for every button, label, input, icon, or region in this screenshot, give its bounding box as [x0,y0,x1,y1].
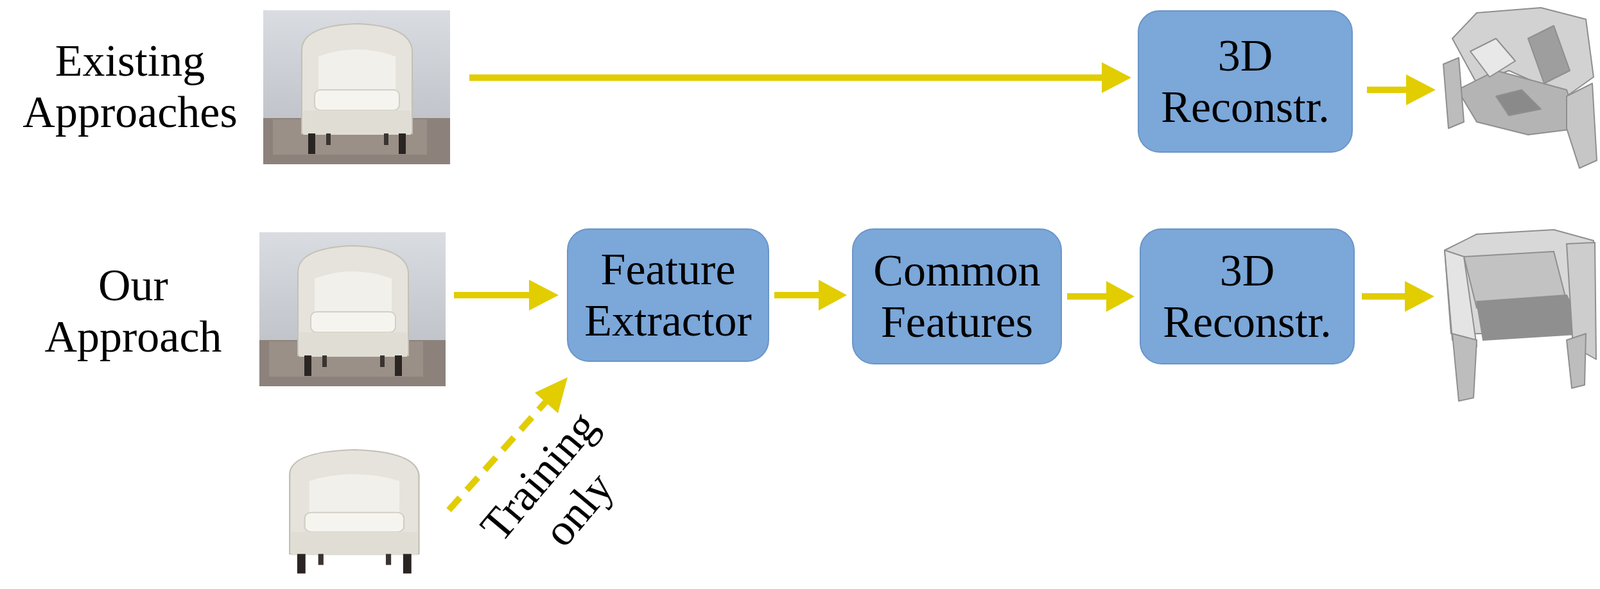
flow-arrow [774,279,847,311]
process-box: Feature Extractor [566,228,770,363]
process-box: 3D Reconstr. [1137,10,1353,153]
box-label: Feature Extractor [568,243,768,347]
chair-photo [259,232,446,387]
mesh-output [1444,229,1597,402]
mesh-output [1443,7,1597,169]
row-label: Existing Approaches [12,35,248,139]
process-box: Common Features [852,228,1062,365]
row-label: Training only [468,398,650,588]
flow-arrow [1067,281,1135,313]
box-label: Common Features [853,245,1061,348]
row-label: Our Approach [16,260,251,363]
process-box: 3D Reconstr. [1139,228,1355,365]
chair-photo [263,10,451,165]
chair-render [289,450,419,574]
box-label: 3D Reconstr. [1139,30,1352,133]
box-label: 3D Reconstr. [1140,245,1354,348]
